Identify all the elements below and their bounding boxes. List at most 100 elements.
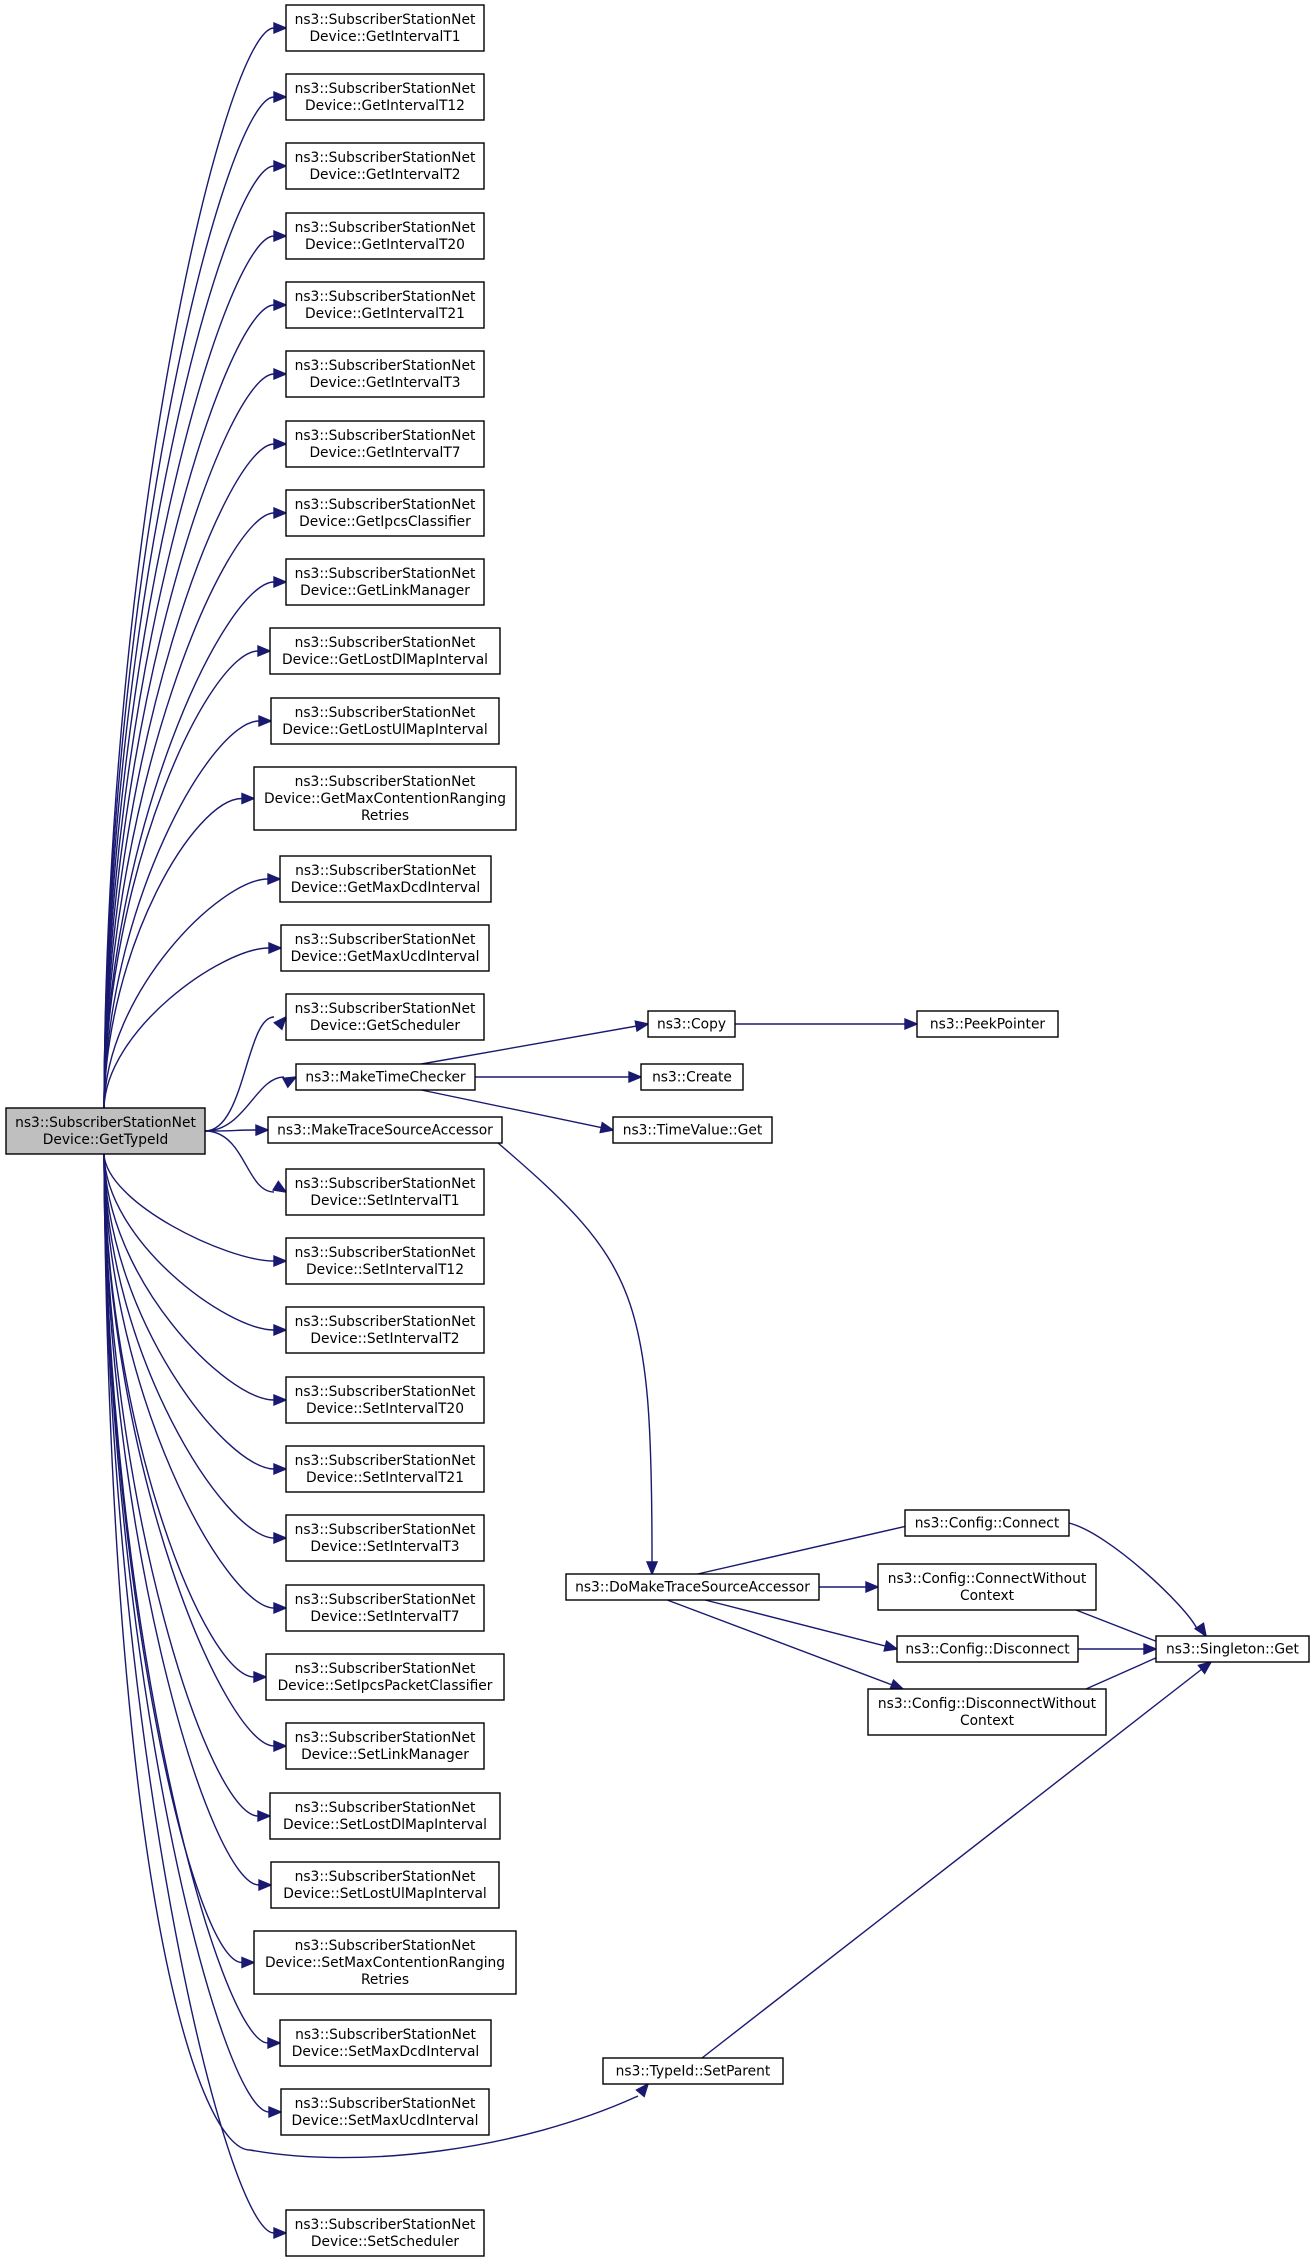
edge-line bbox=[103, 947, 270, 1109]
node-setMaxDcd[interactable]: ns3::SubscriberStationNetDevice::SetMaxD… bbox=[279, 2019, 492, 2067]
node-getMaxCont[interactable]: ns3::SubscriberStationNetDevice::GetMaxC… bbox=[253, 766, 517, 831]
node-setLostDl[interactable]: ns3::SubscriberStationNetDevice::SetLost… bbox=[269, 1792, 501, 1840]
node-setParent[interactable]: ns3::TypeId::SetParent bbox=[602, 2057, 784, 2085]
node-label-line: ns3::SubscriberStationNet bbox=[295, 1661, 476, 1677]
node-label-line: ns3::Config::DisconnectWithout bbox=[878, 1696, 1097, 1712]
arrowhead-icon bbox=[253, 1670, 268, 1684]
node-getT12[interactable]: ns3::SubscriberStationNetDevice::GetInte… bbox=[285, 73, 485, 121]
node-getT3[interactable]: ns3::SubscriberStationNetDevice::GetInte… bbox=[285, 350, 485, 398]
node-label-line: Device::GetIpcsClassifier bbox=[299, 514, 471, 530]
node-cfgConnect[interactable]: ns3::Config::Connect bbox=[904, 1509, 1070, 1537]
node-box bbox=[285, 1514, 485, 1562]
node-box bbox=[279, 855, 492, 903]
node-getT7[interactable]: ns3::SubscriberStationNetDevice::GetInte… bbox=[285, 420, 485, 468]
node-setMaxUcd[interactable]: ns3::SubscriberStationNetDevice::SetMaxU… bbox=[280, 2088, 490, 2136]
edge-line bbox=[103, 165, 275, 1109]
edge-line bbox=[421, 1025, 637, 1065]
node-label-line: ns3::Singleton::Get bbox=[1166, 1642, 1299, 1658]
node-label-line: ns3::SubscriberStationNet bbox=[295, 1522, 476, 1538]
node-label-line: Device::GetIntervalT21 bbox=[305, 306, 465, 322]
edge-line bbox=[103, 1153, 259, 1817]
node-box bbox=[285, 1237, 485, 1285]
node-setT20[interactable]: ns3::SubscriberStationNetDevice::SetInte… bbox=[285, 1376, 485, 1424]
node-getT1[interactable]: ns3::SubscriberStationNetDevice::GetInte… bbox=[285, 4, 485, 52]
node-getLostUl[interactable]: ns3::SubscriberStationNetDevice::GetLost… bbox=[270, 697, 500, 745]
node-box bbox=[867, 1688, 1107, 1736]
node-getSched[interactable]: ns3::SubscriberStationNetDevice::GetSche… bbox=[285, 993, 485, 1041]
node-setT1[interactable]: ns3::SubscriberStationNetDevice::SetInte… bbox=[285, 1168, 485, 1216]
node-setT21[interactable]: ns3::SubscriberStationNetDevice::SetInte… bbox=[285, 1445, 485, 1493]
edge-line bbox=[103, 235, 275, 1109]
arrowhead-icon bbox=[258, 714, 273, 728]
node-copy[interactable]: ns3::Copy bbox=[647, 1010, 736, 1038]
node-label-line: ns3::SubscriberStationNet bbox=[295, 2096, 476, 2112]
arrowhead-icon bbox=[1143, 1642, 1158, 1656]
node-makeTrace[interactable]: ns3::MakeTraceSourceAccessor bbox=[267, 1116, 503, 1144]
node-label-line: ns3::DoMakeTraceSourceAccessor bbox=[575, 1580, 810, 1596]
node-setLink[interactable]: ns3::SubscriberStationNetDevice::SetLink… bbox=[285, 1722, 485, 1770]
edge-doMake-to-cfgConnectWo bbox=[819, 1580, 880, 1594]
node-getT2[interactable]: ns3::SubscriberStationNetDevice::GetInte… bbox=[285, 142, 485, 190]
edge-line bbox=[103, 96, 275, 1109]
node-setMaxCont[interactable]: ns3::SubscriberStationNetDevice::SetMaxC… bbox=[253, 1930, 517, 1995]
node-getMaxDcd[interactable]: ns3::SubscriberStationNetDevice::GetMaxD… bbox=[279, 855, 492, 903]
node-create[interactable]: ns3::Create bbox=[640, 1063, 744, 1091]
node-box bbox=[285, 993, 485, 1041]
edge-root-to-getLostDl bbox=[103, 644, 272, 1109]
node-box bbox=[280, 924, 490, 972]
node-label-line: ns3::SubscriberStationNet bbox=[295, 863, 476, 879]
edge-root-to-getT1 bbox=[103, 21, 288, 1109]
node-makeTime[interactable]: ns3::MakeTimeChecker bbox=[295, 1063, 476, 1091]
node-label-line: Device::GetIntervalT1 bbox=[309, 29, 460, 45]
node-setT2[interactable]: ns3::SubscriberStationNetDevice::SetInte… bbox=[285, 1306, 485, 1354]
edge-line bbox=[103, 1153, 269, 2044]
node-setT3[interactable]: ns3::SubscriberStationNetDevice::SetInte… bbox=[285, 1514, 485, 1562]
node-label-line: ns3::SubscriberStationNet bbox=[295, 566, 476, 582]
node-label-line: ns3::SubscriberStationNet bbox=[295, 705, 476, 721]
node-cfgDisconnect[interactable]: ns3::Config::Disconnect bbox=[896, 1635, 1079, 1663]
node-getT20[interactable]: ns3::SubscriberStationNetDevice::GetInte… bbox=[285, 212, 485, 260]
edge-root-to-getT20 bbox=[103, 229, 288, 1109]
node-box bbox=[640, 1063, 744, 1091]
edge-line bbox=[103, 581, 275, 1109]
edge-root-to-setT7 bbox=[103, 1153, 288, 1615]
node-getLostDl[interactable]: ns3::SubscriberStationNetDevice::GetLost… bbox=[269, 627, 501, 675]
node-getMaxUcd[interactable]: ns3::SubscriberStationNetDevice::GetMaxU… bbox=[280, 924, 490, 972]
arrowhead-icon bbox=[273, 90, 288, 104]
node-setT12[interactable]: ns3::SubscriberStationNetDevice::SetInte… bbox=[285, 1237, 485, 1285]
edge-line bbox=[103, 304, 275, 1109]
node-box bbox=[285, 1306, 485, 1354]
node-tvGet[interactable]: ns3::TimeValue::Get bbox=[612, 1116, 773, 1144]
node-label-line: Device::SetMaxDcdInterval bbox=[292, 2044, 479, 2060]
node-label-line: Context bbox=[960, 1588, 1015, 1604]
node-box bbox=[285, 1168, 485, 1216]
node-label-line: ns3::SubscriberStationNet bbox=[295, 1730, 476, 1746]
edge-line bbox=[204, 1130, 275, 1193]
node-label-line: ns3::Copy bbox=[657, 1017, 726, 1033]
edge-root-to-setT12 bbox=[103, 1153, 288, 1268]
node-getIpcs[interactable]: ns3::SubscriberStationNetDevice::GetIpcs… bbox=[285, 489, 485, 537]
node-box bbox=[896, 1635, 1079, 1663]
edge-line bbox=[103, 373, 275, 1109]
edge-setParent-to-singleton bbox=[701, 1660, 1213, 2059]
node-doMake[interactable]: ns3::DoMakeTraceSourceAccessor bbox=[565, 1573, 820, 1601]
node-label-line: ns3::SubscriberStationNet bbox=[295, 1384, 476, 1400]
node-setSched[interactable]: ns3::SubscriberStationNetDevice::SetSche… bbox=[285, 2209, 485, 2257]
node-box bbox=[267, 1116, 503, 1144]
node-setIpcs[interactable]: ns3::SubscriberStationNetDevice::SetIpcs… bbox=[265, 1653, 505, 1701]
edge-line bbox=[103, 1153, 275, 1262]
node-box bbox=[285, 73, 485, 121]
node-setT7[interactable]: ns3::SubscriberStationNetDevice::SetInte… bbox=[285, 1584, 485, 1632]
node-getT21[interactable]: ns3::SubscriberStationNetDevice::GetInte… bbox=[285, 281, 485, 329]
edge-root-to-getLink bbox=[103, 575, 288, 1109]
node-getLink[interactable]: ns3::SubscriberStationNetDevice::GetLink… bbox=[285, 558, 485, 606]
node-setLostUl[interactable]: ns3::SubscriberStationNetDevice::SetLost… bbox=[270, 1861, 500, 1909]
node-singleton[interactable]: ns3::Singleton::Get bbox=[1155, 1635, 1310, 1663]
node-peek[interactable]: ns3::PeekPointer bbox=[916, 1010, 1059, 1038]
edge-line bbox=[103, 27, 275, 1109]
node-label-line: ns3::PeekPointer bbox=[930, 1017, 1046, 1033]
edge-root-to-setMaxDcd bbox=[103, 1153, 282, 2050]
arrowhead-icon bbox=[241, 1956, 256, 1969]
